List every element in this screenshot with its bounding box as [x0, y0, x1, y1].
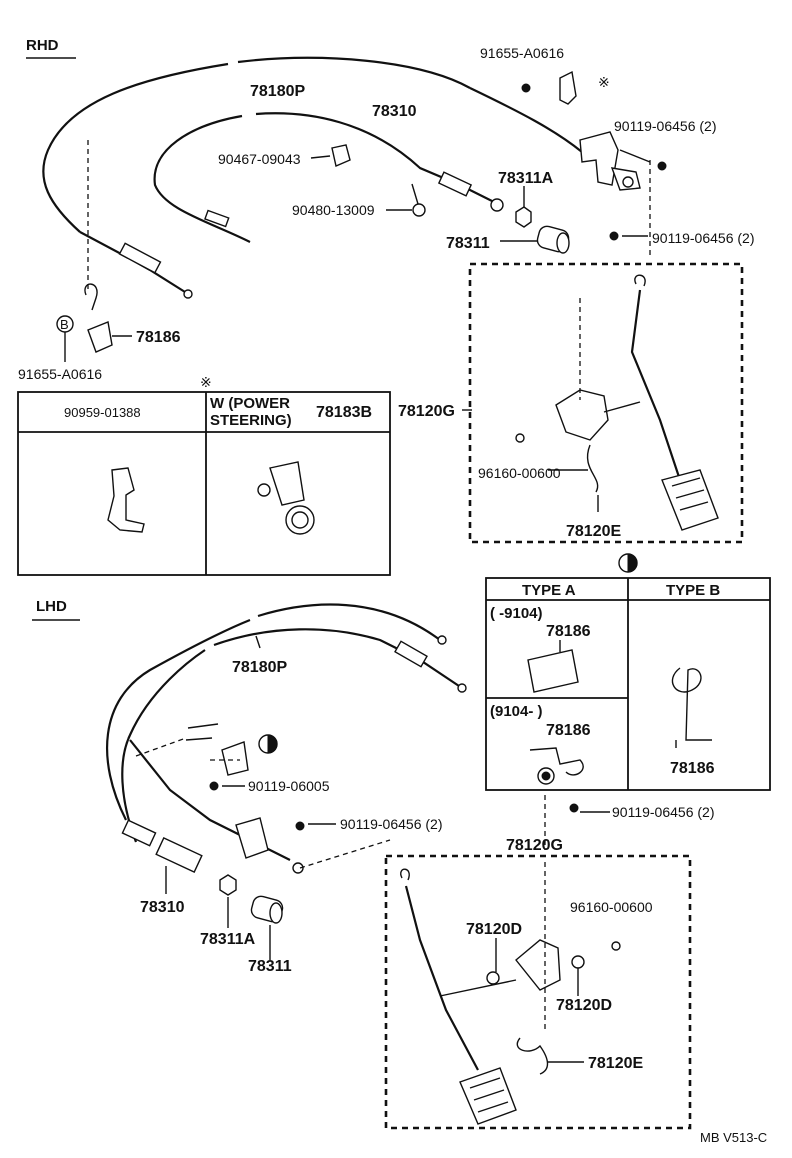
type-b-spring: [671, 667, 712, 741]
circle-b-letter: B: [60, 317, 69, 332]
lhd-label-78310: 78310: [140, 899, 185, 916]
rhd-spring-78186: B: [56, 283, 132, 362]
rhd-clip-90467: [331, 144, 351, 167]
lhd-label-78311a: 78311A: [200, 931, 256, 948]
rhd-label-90119-b: 90119-06456 (2): [652, 230, 754, 246]
rhd-label-90467: 90467-09043: [218, 151, 301, 167]
lhd-mark-half-circle: [258, 734, 278, 754]
lhd-pedal-group: 90119-06456 (2) 78120G: [384, 795, 714, 1130]
type-a-range-2: (9104- ): [490, 703, 543, 720]
rhd-label-96160: 96160-00600: [478, 465, 561, 481]
type-b-header: TYPE B: [666, 582, 720, 599]
type-a-part-2: 78186: [546, 722, 591, 739]
lhd-brackets: [185, 723, 305, 859]
rhd-label-91655-top: 91655-A0616: [480, 45, 564, 61]
rhd-bolt-90119-b: [609, 231, 619, 241]
rhd-grommet-90480: [412, 203, 426, 217]
rhd-label-90480: 90480-13009: [292, 202, 375, 218]
power-steering-table: 90959-01388 W (POWER STEERING) 78183B: [17, 391, 391, 576]
type-b-part: 78186: [670, 760, 715, 777]
lhd-label-78120d-b: 78120D: [556, 997, 612, 1014]
type-a-range-1: ( -9104): [490, 605, 543, 622]
rhd-nut-78311a: [515, 206, 532, 228]
lhd-label-78120e: 78120E: [588, 1055, 643, 1072]
rhd-label-78120g: 78120G: [398, 403, 455, 420]
table-part-78183b: 78183B: [316, 404, 372, 421]
rhd-pedal-group: 78120G: [398, 262, 744, 544]
table-header-90959: 90959-01388: [64, 405, 141, 420]
lhd-label-90119-b: 90119-06456 (2): [612, 804, 714, 820]
rhd-label-78180p: 78180P: [250, 83, 305, 100]
rhd-heading: RHD: [26, 37, 59, 54]
rhd-section: RHD: [17, 37, 754, 576]
rhd-label-91655-left: 91655-A0616: [18, 366, 102, 382]
rhd-stopper-78311: [536, 225, 570, 254]
lhd-label-96160: 96160-00600: [570, 899, 653, 915]
table-bracket-78183b: [269, 461, 305, 506]
rhd-asterisk-table: ※: [200, 374, 212, 390]
lhd-section: LHD: [32, 553, 771, 1130]
lhd-cables: [106, 603, 467, 874]
lhd-label-90119-a: 90119-06456 (2): [340, 816, 442, 832]
type-a-header: TYPE A: [522, 582, 576, 599]
table-header-power-1: W (POWER: [210, 395, 290, 412]
type-table: TYPE A TYPE B ( -9104) 78186 (9104- ) 78…: [485, 553, 771, 791]
rhd-label-78310: 78310: [372, 103, 417, 120]
rhd-cable-78310: [153, 112, 504, 243]
rhd-asterisk-top: ※: [598, 74, 610, 90]
lhd-label-78311: 78311: [248, 958, 292, 975]
type-a-spring-old: [527, 649, 579, 693]
rhd-label-78311: 78311: [446, 235, 490, 252]
table-bracket-90959: [107, 467, 145, 533]
lhd-label-78120g: 78120G: [506, 837, 563, 854]
lhd-stopper-78311: [250, 895, 284, 924]
rhd-label-78120e: 78120E: [566, 523, 621, 540]
lhd-label-78180p: 78180P: [232, 659, 287, 676]
rhd-cable-78180p: [42, 56, 583, 299]
rhd-label-78311a: 78311A: [498, 170, 554, 187]
lhd-nut-78311a: [219, 874, 237, 896]
rhd-label-78186: 78186: [136, 329, 181, 346]
type-a-spring-new: [529, 747, 584, 776]
lhd-heading: LHD: [36, 598, 67, 615]
type-a-part-1: 78186: [546, 623, 591, 640]
table-header-power-2: STEERING): [210, 412, 292, 429]
rhd-label-90119-a: 90119-06456 (2): [614, 118, 716, 134]
lhd-label-78120d-a: 78120D: [466, 921, 522, 938]
rhd-bracket-assembly: [521, 70, 667, 191]
type-mark-half-circle: [618, 553, 638, 573]
lhd-label-90119-06005: 90119-06005: [248, 778, 330, 794]
footer-code: MB V513-C: [700, 1130, 767, 1145]
